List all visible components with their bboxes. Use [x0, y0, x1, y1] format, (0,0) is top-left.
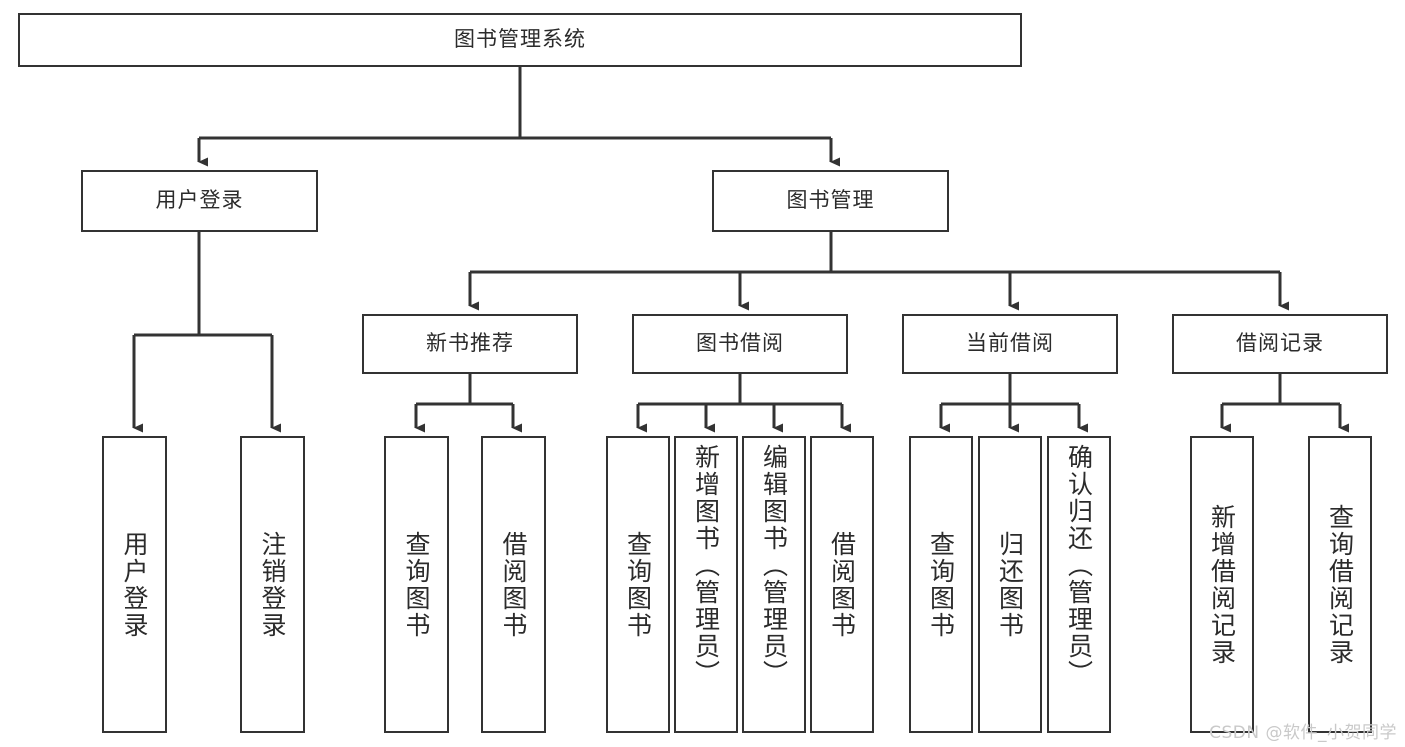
node-leaf-edit-book[interactable]: 编辑图书（管理员）	[742, 436, 806, 733]
node-book-borrow[interactable]: 图书借阅	[632, 314, 848, 374]
node-root-label: 图书管理系统	[454, 27, 586, 52]
node-leaf-borrow-book-2-label: 借阅图书	[827, 530, 857, 639]
node-leaf-logout-login[interactable]: 注销登录	[240, 436, 305, 733]
node-root[interactable]: 图书管理系统	[18, 13, 1022, 67]
node-leaf-query-book-1-label: 查询图书	[402, 530, 431, 639]
node-user-login[interactable]: 用户登录	[81, 170, 318, 232]
node-leaf-query-book-1[interactable]: 查询图书	[384, 436, 449, 733]
node-leaf-return-book-label: 归还图书	[995, 530, 1025, 639]
node-leaf-logout-login-label: 注销登录	[258, 530, 287, 639]
node-leaf-borrow-book-2[interactable]: 借阅图书	[810, 436, 874, 733]
node-leaf-add-book[interactable]: 新增图书（管理员）	[674, 436, 738, 733]
node-leaf-query-book-2-label: 查询图书	[623, 530, 653, 639]
node-leaf-add-record[interactable]: 新增借阅记录	[1190, 436, 1254, 733]
node-leaf-confirm-return-label: 确认归还（管理员）	[1064, 444, 1094, 687]
node-borrow-record[interactable]: 借阅记录	[1172, 314, 1388, 374]
node-user-login-label: 用户登录	[155, 188, 244, 213]
node-book-manage[interactable]: 图书管理	[712, 170, 949, 232]
node-book-manage-label: 图书管理	[786, 188, 875, 213]
node-leaf-borrow-book-1-label: 借阅图书	[499, 530, 528, 639]
node-leaf-query-record[interactable]: 查询借阅记录	[1308, 436, 1372, 733]
node-leaf-edit-book-label: 编辑图书（管理员）	[759, 444, 789, 687]
node-leaf-user-login-label: 用户登录	[120, 530, 149, 639]
node-leaf-query-book-2[interactable]: 查询图书	[606, 436, 670, 733]
csdn-watermark: CSDN @软件_小贺同学	[1209, 723, 1397, 743]
node-leaf-confirm-return[interactable]: 确认归还（管理员）	[1047, 436, 1111, 733]
node-leaf-return-book[interactable]: 归还图书	[978, 436, 1042, 733]
node-leaf-query-record-label: 查询借阅记录	[1325, 503, 1355, 666]
node-new-book-recommend[interactable]: 新书推荐	[362, 314, 578, 374]
node-leaf-user-login[interactable]: 用户登录	[102, 436, 167, 733]
node-current-borrow[interactable]: 当前借阅	[902, 314, 1118, 374]
node-current-borrow-label: 当前借阅	[966, 331, 1054, 356]
node-borrow-record-label: 借阅记录	[1236, 331, 1324, 356]
node-leaf-query-book-3-label: 查询图书	[926, 530, 956, 639]
node-leaf-add-book-label: 新增图书（管理员）	[691, 444, 721, 687]
node-book-borrow-label: 图书借阅	[696, 331, 784, 356]
node-leaf-borrow-book-1[interactable]: 借阅图书	[481, 436, 546, 733]
node-leaf-query-book-3[interactable]: 查询图书	[909, 436, 973, 733]
node-leaf-add-record-label: 新增借阅记录	[1207, 503, 1237, 666]
node-new-book-recommend-label: 新书推荐	[426, 331, 514, 356]
